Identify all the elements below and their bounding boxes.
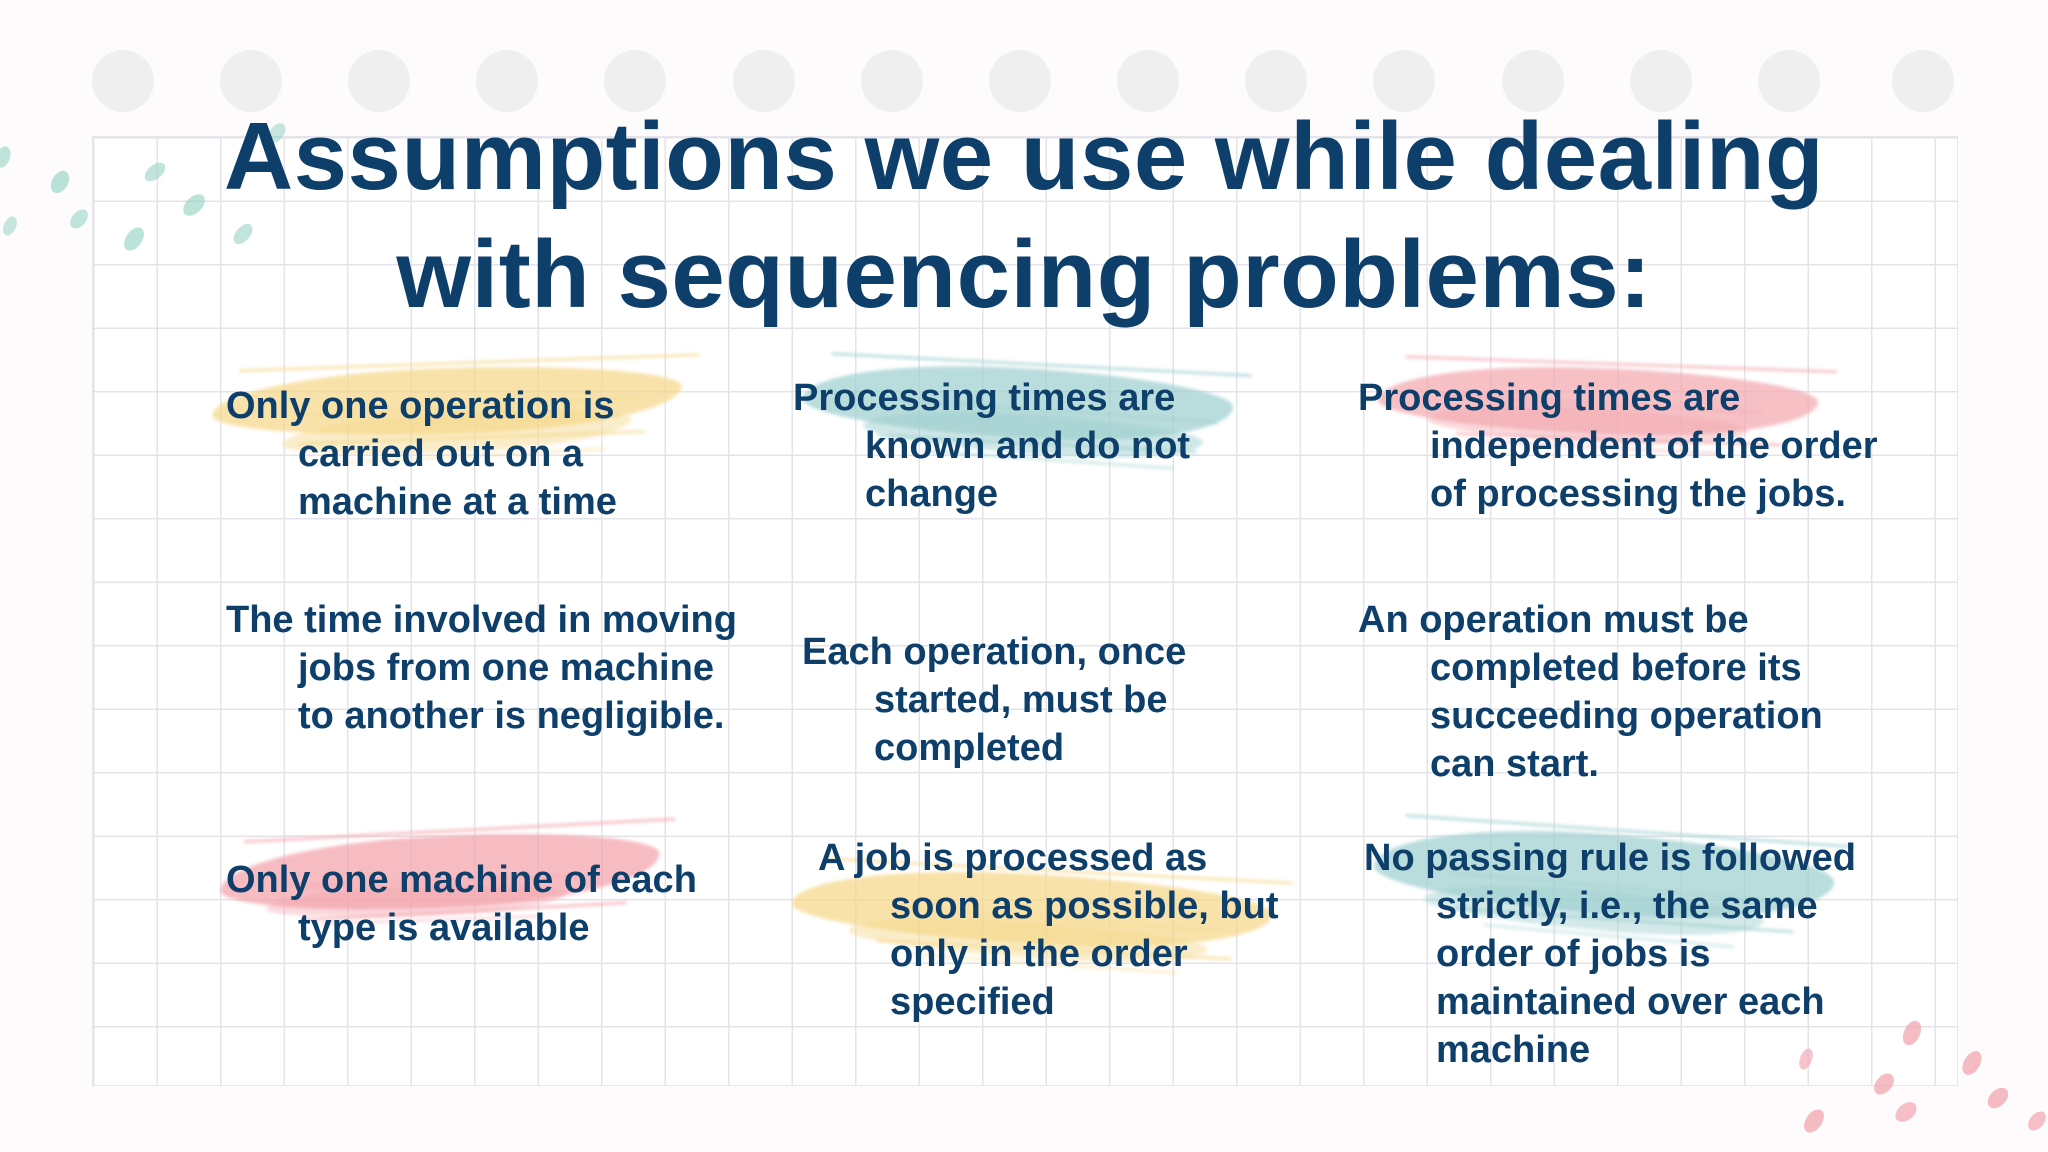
assumption-item: Each operation, once started, must be co… [802, 628, 1262, 772]
assumption-text: The time involved in moving jobs from on… [226, 599, 737, 737]
assumption-text: No passing rule is followed strictly, i.… [1364, 837, 1856, 1071]
decorative-dot [220, 50, 282, 112]
assumption-item: A job is processed as soon as possible, … [790, 834, 1308, 1026]
confetti-dash [47, 167, 73, 197]
assumption-text: Each operation, once started, must be co… [802, 631, 1187, 769]
assumption-item: Processing times are known and do not ch… [793, 356, 1273, 518]
decorative-dot [1502, 50, 1564, 112]
decorative-dot [476, 50, 538, 112]
confetti-dash [66, 206, 92, 232]
assumption-item: No passing rule is followed strictly, i.… [1364, 818, 1884, 1074]
assumption-text: A job is processed as soon as possible, … [818, 837, 1279, 1023]
decorative-dot [861, 50, 923, 112]
assumption-item: The time involved in moving jobs from on… [226, 596, 756, 740]
decorative-dot [1630, 50, 1692, 112]
decorative-dot [1245, 50, 1307, 112]
decorative-dot [1892, 50, 1954, 112]
decorative-dot [1758, 50, 1820, 112]
decorative-dots-row [92, 50, 1956, 112]
confetti-dash [0, 144, 14, 170]
slide-title: Assumptions we use while dealing with se… [223, 103, 1825, 328]
confetti-dash [2024, 1108, 2048, 1134]
confetti-dash [1983, 1083, 2013, 1113]
assumption-text: Processing times are independent of the … [1358, 377, 1878, 515]
confetti-dash [0, 214, 20, 238]
confetti-dash [1799, 1105, 1829, 1137]
assumption-item: Processing times are independent of the … [1358, 360, 1918, 518]
decorative-dot [348, 50, 410, 112]
assumption-item: Only one machine of each type is availab… [218, 824, 746, 952]
assumption-text: An operation must be completed before it… [1358, 599, 1823, 785]
decorative-dot [604, 50, 666, 112]
decorative-dot [92, 50, 154, 112]
assumption-text: Only one operation is carried out on a m… [226, 385, 617, 523]
confetti-dash [1958, 1047, 1986, 1079]
decorative-dot [989, 50, 1051, 112]
confetti-dash [1891, 1098, 1921, 1126]
assumption-text: Only one machine of each type is availab… [226, 859, 697, 949]
decorative-dot [733, 50, 795, 112]
assumption-item: An operation must be completed before it… [1358, 596, 1878, 788]
assumption-item: Only one operation is carried out on a m… [210, 359, 706, 526]
decorative-dot [1117, 50, 1179, 112]
assumption-text: Processing times are known and do not ch… [793, 377, 1191, 515]
decorative-dot [1373, 50, 1435, 112]
